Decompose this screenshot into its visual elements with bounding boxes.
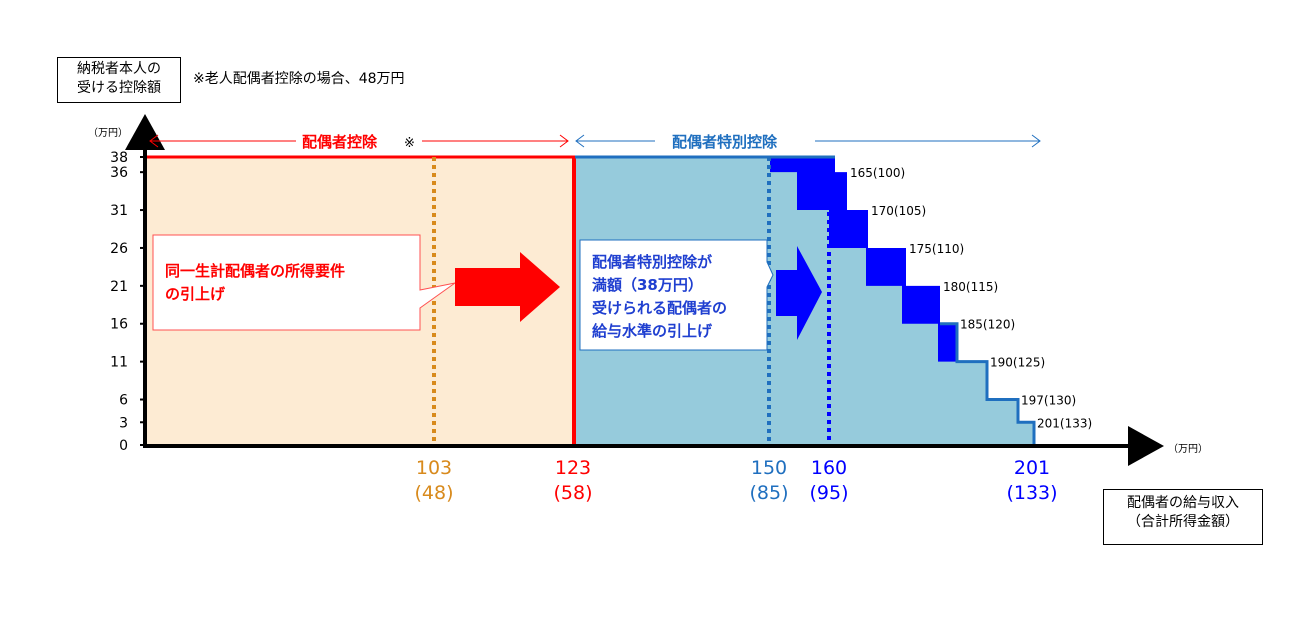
red-callout-line2: の引上げ — [165, 285, 226, 303]
y-tick-label: 31 — [110, 203, 128, 219]
y-tick-label: 21 — [110, 279, 128, 295]
y-tick-label: 38 — [110, 150, 128, 166]
spouse-deduction-mark: ※ — [404, 136, 415, 151]
y-tick-label: 16 — [110, 317, 128, 333]
blue-callout-line2: 満額（38万円） — [592, 276, 703, 294]
spouse-deduction-label: 配偶者控除 — [302, 133, 378, 151]
arrowhead-icon — [149, 134, 569, 148]
step-threshold-label: 165(100) — [850, 166, 905, 180]
x-marker-income-sub: (85) — [749, 482, 788, 504]
arrowhead-icon — [575, 134, 1041, 148]
step-threshold-label: 170(105) — [871, 204, 926, 218]
step-threshold-label: 185(120) — [960, 318, 1015, 332]
x-marker-income: 123 — [555, 457, 591, 479]
note-elderly: ※老人配偶者控除の場合、48万円 — [193, 71, 405, 87]
step-threshold-label: 175(110) — [909, 242, 964, 256]
y-unit-label: （万円） — [88, 127, 128, 139]
x-marker-income-sub: (133) — [1006, 482, 1057, 504]
y-tick-label: 0 — [119, 438, 128, 454]
blue-callout-line1: 配偶者特別控除が — [592, 253, 713, 271]
y-axis-title-line1: 納税者本人の — [77, 61, 161, 77]
x-marker-income-sub: (58) — [553, 482, 592, 504]
red-callout-box — [152, 234, 456, 331]
red-callout-line1: 同一生計配偶者の所得要件 — [165, 262, 345, 280]
y-tick-label: 36 — [110, 165, 128, 181]
y-axis-title-line2: 受ける控除額 — [77, 80, 161, 96]
step-threshold-label: 197(130) — [1021, 394, 1076, 408]
x-marker-income: 103 — [416, 457, 452, 479]
blue-callout-line4: 給与水準の引上げ — [592, 322, 713, 340]
x-marker-income: 150 — [751, 457, 787, 479]
blue-right-arrow-icon — [776, 246, 822, 340]
special-deduction-label: 配偶者特別控除 — [672, 133, 778, 151]
step-threshold-label: 190(125) — [990, 356, 1045, 370]
step-threshold-label: 201(133) — [1037, 416, 1092, 430]
x-marker-income-sub: (48) — [414, 482, 453, 504]
red-right-arrow-icon — [455, 252, 560, 322]
y-tick-label: 26 — [110, 241, 128, 257]
special-deduction-step-line — [940, 322, 1036, 445]
x-marker-income: 201 — [1014, 457, 1050, 479]
blue-callout-line3: 受けられる配偶者の — [592, 299, 727, 317]
x-unit-label: （万円） — [1168, 443, 1208, 455]
blue-callout-box — [579, 239, 774, 351]
y-tick-label: 3 — [119, 415, 128, 431]
x-marker-income: 160 — [811, 457, 847, 479]
step-threshold-label: 180(115) — [943, 280, 998, 294]
y-tick-label: 11 — [110, 355, 128, 371]
y-axis-title-box: 納税者本人の 受ける控除額 — [57, 57, 181, 103]
x-marker-income-sub: (95) — [809, 482, 848, 504]
y-tick-label: 6 — [119, 393, 128, 409]
x-axis-title-line1: 配偶者の給与収入 — [1127, 495, 1239, 511]
x-axis-title-line2: （合計所得金額） — [1127, 514, 1239, 530]
x-axis-title-box: 配偶者の給与収入 （合計所得金額） — [1103, 489, 1263, 545]
